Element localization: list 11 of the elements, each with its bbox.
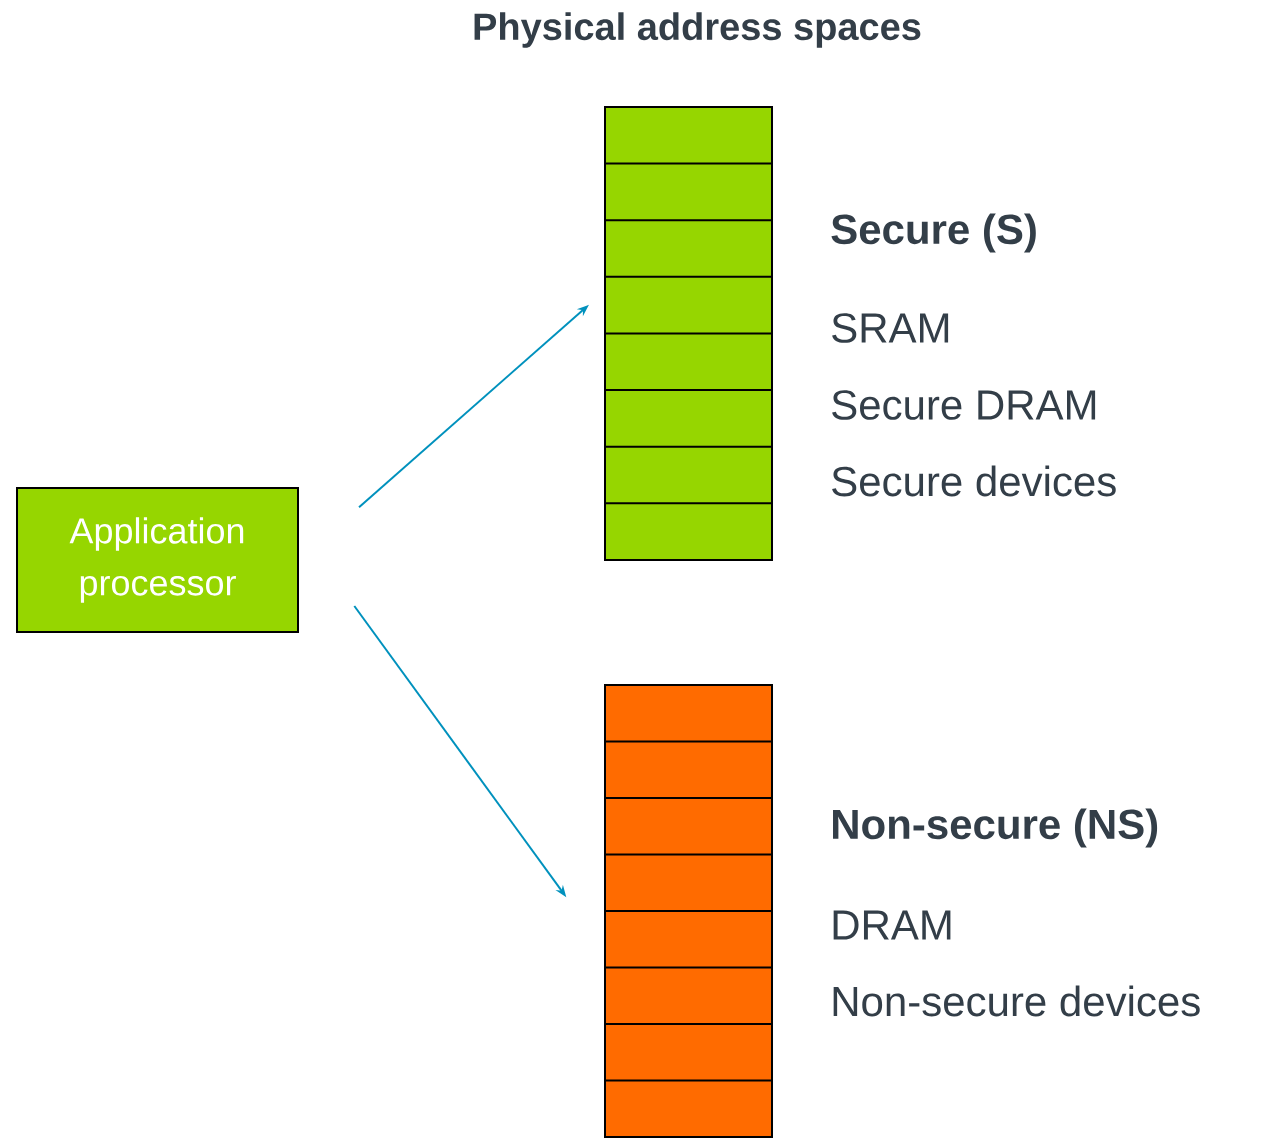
region-heading: Non-secure (NS) (833, 808, 1158, 848)
memory-label: Secure DRAM (832, 390, 1096, 420)
memory-label: Non-secure devices (833, 985, 1200, 1017)
memory-label: Secure devices (832, 465, 1116, 497)
memory-stack (604, 106, 773, 561)
process-box: Application processor (16, 487, 299, 633)
title: Physical address spaces (474, 12, 921, 48)
region-heading: Secure (S) (831, 213, 1036, 253)
memory-stack (604, 684, 773, 1138)
memory-label: SRAM (832, 313, 949, 343)
memory-label: DRAM (833, 910, 951, 940)
